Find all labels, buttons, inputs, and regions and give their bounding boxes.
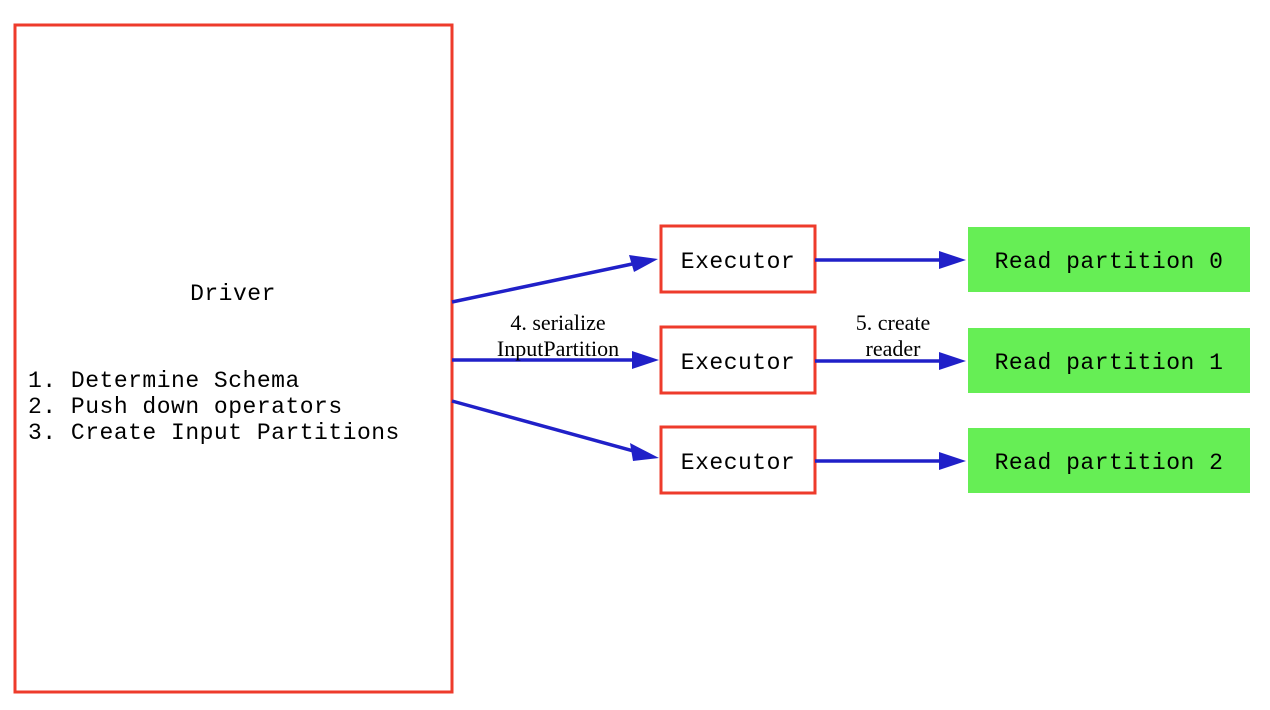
arrowhead-driver-exec-1 (632, 351, 659, 369)
edge-label-create-reader: 5. create reader (856, 310, 931, 361)
executor-node-1[interactable]: Executor (659, 325, 817, 395)
partition-label-1: Read partition 1 (995, 350, 1224, 376)
partition-box-fill-0 (968, 227, 1250, 292)
executor-box-outline-2 (659, 425, 817, 495)
executor-box-outline-1 (659, 325, 817, 395)
partition-label-0: Read partition 0 (995, 249, 1224, 275)
edge-executor-to-partition-0 (815, 251, 966, 269)
edge-label-serialize: 4. serialize InputPartition (497, 310, 619, 361)
edge-line-driver-exec-0 (451, 261, 638, 304)
arrowhead-exec-part-2 (939, 452, 966, 470)
edge-label-serialize-line1: 4. serialize (510, 310, 605, 335)
driver-step-1: 1. Determine Schema (28, 368, 300, 394)
edge-label-serialize-line2: InputPartition (497, 336, 619, 361)
edge-driver-to-executor-1 (452, 351, 659, 369)
executor-box-outline-0 (659, 224, 817, 294)
edge-driver-to-executor-2 (451, 399, 659, 461)
arrowhead-exec-part-0 (939, 251, 966, 269)
executor-label-0: Executor (681, 249, 795, 275)
arrowhead-driver-exec-0 (629, 255, 658, 272)
partition-node-0[interactable]: Read partition 0 (968, 227, 1250, 292)
edge-line-driver-exec-2 (451, 399, 638, 454)
executor-label-2: Executor (681, 450, 795, 476)
arrowhead-driver-exec-2 (630, 443, 659, 461)
edge-label-create-reader-line1: 5. create (856, 310, 931, 335)
partition-node-1[interactable]: Read partition 1 (968, 328, 1250, 393)
executor-node-2[interactable]: Executor (659, 425, 817, 495)
edge-executor-to-partition-1 (815, 352, 966, 370)
partition-node-2[interactable]: Read partition 2 (968, 428, 1250, 493)
driver-node[interactable]: Driver 1. Determine Schema 2. Push down … (13, 23, 454, 694)
driver-step-3: 3. Create Input Partitions (28, 420, 400, 446)
driver-step-2: 2. Push down operators (28, 394, 343, 420)
driver-box-outline (13, 23, 454, 694)
driver-title: Driver (190, 281, 276, 307)
executor-label-1: Executor (681, 350, 795, 376)
edge-label-create-reader-line2: reader (866, 336, 922, 361)
arrowhead-exec-part-1 (939, 352, 966, 370)
executor-node-0[interactable]: Executor (659, 224, 817, 294)
edge-driver-to-executor-0 (451, 255, 658, 304)
edge-executor-to-partition-2 (815, 452, 966, 470)
partition-box-fill-2 (968, 428, 1250, 493)
partition-label-2: Read partition 2 (995, 450, 1224, 476)
partition-box-fill-1 (968, 328, 1250, 393)
